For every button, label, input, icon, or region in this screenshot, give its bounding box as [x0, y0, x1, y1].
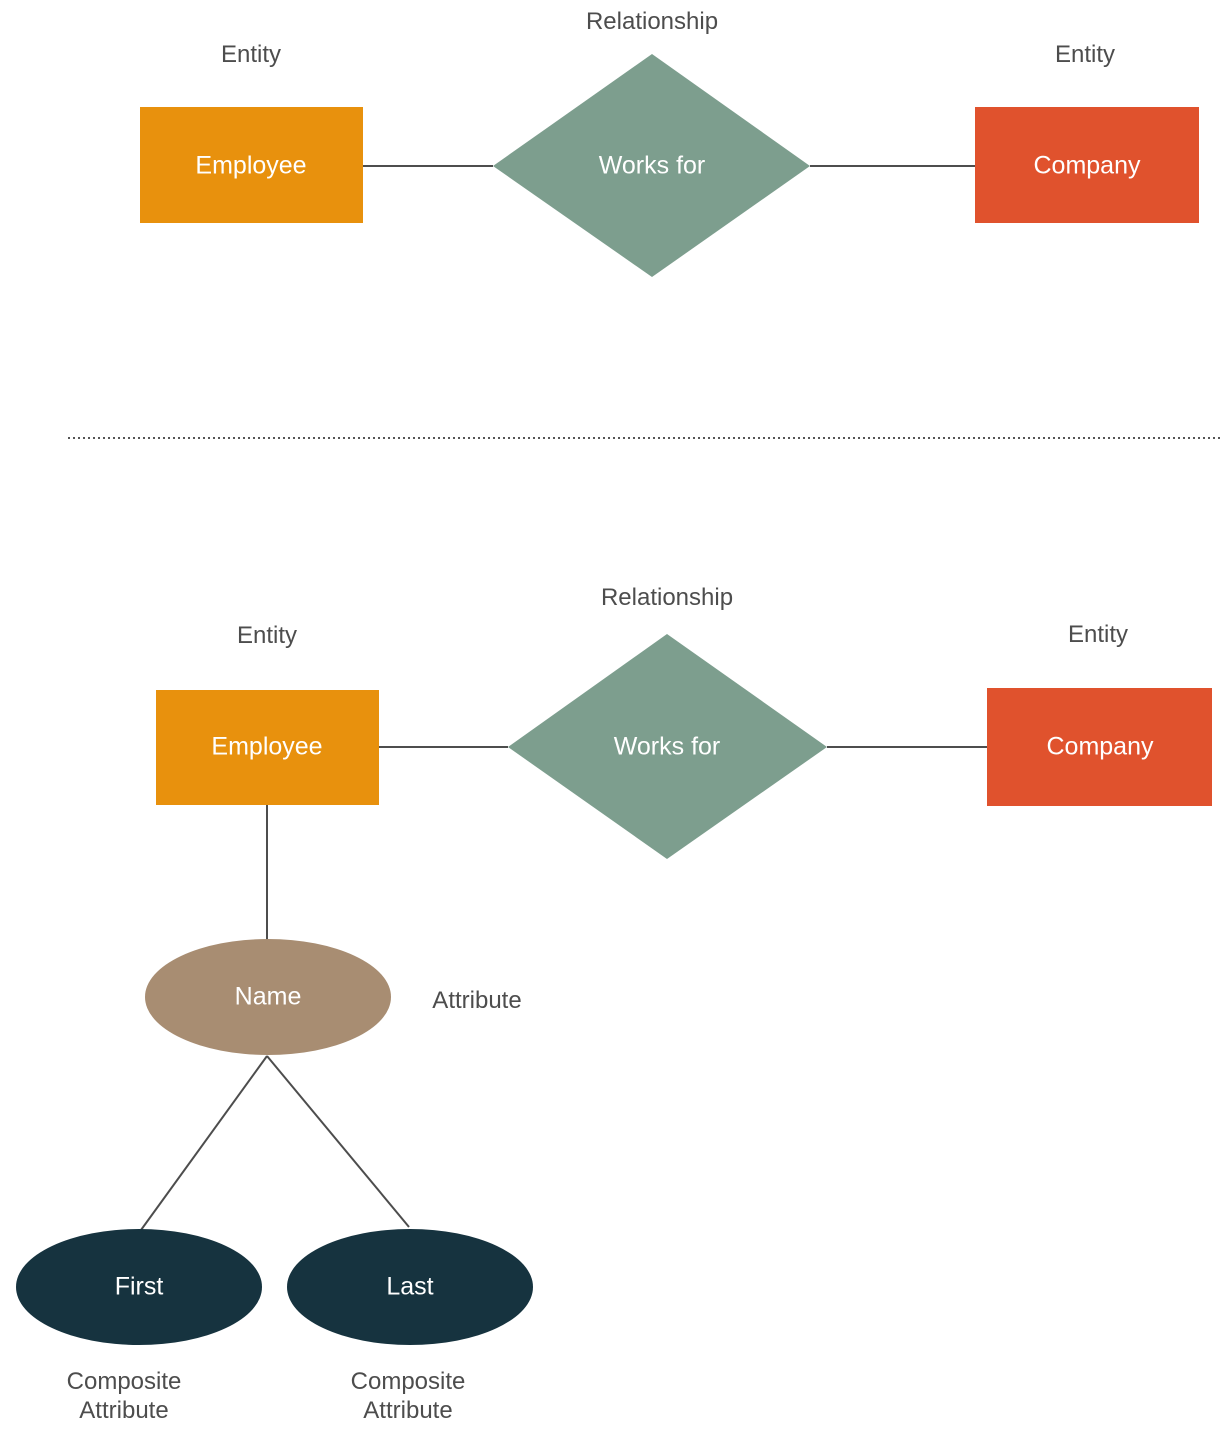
top-employee-entity-shape [140, 107, 363, 223]
top-relationship-annotation: Relationship [585, 7, 719, 35]
last-composite-attribute-shape [287, 1229, 533, 1345]
name-attribute-label: Name [234, 982, 302, 1011]
first-composite-attribute-shape [16, 1229, 262, 1345]
connector-name-first [140, 1055, 268, 1231]
top-entity-left-annotation: Entity [220, 40, 282, 68]
composite-attribute-left-annotation: Composite Attribute [66, 1368, 182, 1424]
top-company-label: Company [1033, 151, 1141, 180]
bottom-employee-label: Employee [211, 732, 323, 761]
bottom-relationship-annotation: Relationship [600, 583, 734, 611]
top-worksfor-relationship-shape [493, 54, 810, 277]
top-works-for-label: Works for [598, 151, 706, 180]
last-label: Last [386, 1272, 434, 1301]
bottom-entity-left-annotation: Entity [236, 621, 298, 649]
first-label: First [114, 1272, 164, 1301]
bottom-entity-right-annotation: Entity [1067, 620, 1129, 648]
bottom-works-for-label: Works for [613, 732, 721, 761]
composite-attribute-right-annotation: Composite Attribute [350, 1368, 466, 1424]
connector-name-last [266, 1055, 410, 1228]
bottom-employee-entity-shape [156, 690, 379, 805]
bottom-company-label: Company [1046, 732, 1154, 761]
bottom-company-entity-shape [987, 688, 1212, 806]
top-entity-right-annotation: Entity [1054, 40, 1116, 68]
bottom-worksfor-relationship-shape [508, 634, 827, 859]
attribute-annotation: Attribute [432, 986, 522, 1014]
name-attribute-shape [145, 939, 391, 1055]
top-company-entity-shape [975, 107, 1199, 223]
top-employee-label: Employee [195, 151, 307, 180]
